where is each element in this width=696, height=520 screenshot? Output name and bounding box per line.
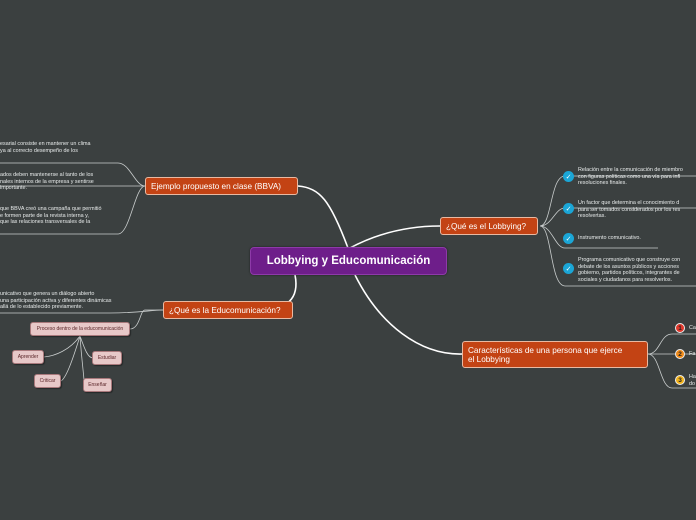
number-1-icon: 1 [675,323,685,333]
caracteristica-1[interactable]: Ca [689,325,696,331]
bbva-item-3[interactable]: que BBVA creó una campaña que permitió e… [0,206,102,226]
check-icon: ✓ [563,263,574,274]
process-criticar[interactable]: Criticar [34,374,61,388]
bbva-item-1[interactable]: esarial consiste en mantener un clima ya… [0,141,91,154]
topic-caracteristicas[interactable]: Características de una persona que ejerc… [462,341,648,368]
process-aprender[interactable]: Aprender [12,350,44,364]
lobbying-item-3[interactable]: Instrumento comunicativo. [578,235,641,241]
bbva-item-2[interactable]: ados deben mantenerse al tanto de los na… [0,172,94,192]
process-estudiar[interactable]: Estudiar [92,351,122,365]
process-node[interactable]: Proceso dentro de la educomunicación [30,322,130,336]
topic-educomunicacion[interactable]: ¿Qué es la Educomunicación? [163,301,293,319]
central-topic[interactable]: Lobbying y Educomunicación [250,247,447,275]
check-icon: ✓ [563,171,574,182]
number-2-icon: 2 [675,349,685,359]
check-icon: ✓ [563,233,574,244]
caracteristica-3[interactable]: Ha do [689,374,696,387]
check-icon: ✓ [563,203,574,214]
lobbying-item-1[interactable]: Relación entre la comunicación de miembr… [578,167,683,187]
educom-description[interactable]: unicativo que genera un diálogo abierto … [0,291,112,311]
number-3-icon: 3 [675,375,685,385]
caracteristica-2[interactable]: Fa [689,351,696,357]
topic-que-es-lobbying[interactable]: ¿Qué es el Lobbying? [440,217,538,235]
process-ensenar[interactable]: Enseñar [83,378,112,392]
lobbying-item-2[interactable]: Un factor que determina el conocimiento … [578,200,681,220]
lobbying-item-4[interactable]: Programa comunicativo que construye con … [578,257,681,283]
topic-bbva[interactable]: Ejemplo propuesto en clase (BBVA) [145,177,298,195]
